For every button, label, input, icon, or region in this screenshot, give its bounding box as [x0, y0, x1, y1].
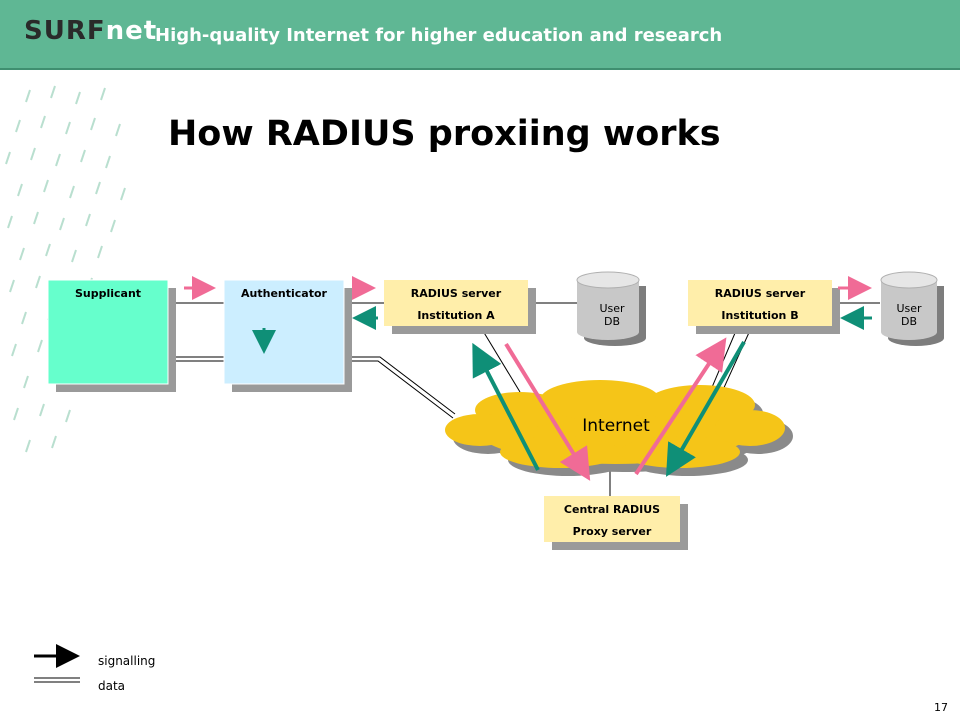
- surfnet-logo: SURFnet: [24, 16, 157, 46]
- legend: [34, 644, 80, 683]
- central-line2: Proxy server: [573, 525, 652, 538]
- legend-signalling-label: signalling: [98, 654, 156, 668]
- internet-label: Internet: [582, 416, 650, 436]
- logo-net: net: [105, 16, 158, 46]
- data-links: [168, 356, 456, 419]
- user-db-a: User DB: [576, 271, 646, 346]
- radius-server-a: RADIUS server Institution A: [384, 280, 536, 334]
- radius-b-line2: Institution B: [721, 309, 798, 322]
- user-db-a-line1: User: [599, 302, 625, 315]
- header-tagline: High-quality Internet for higher educati…: [155, 25, 723, 46]
- flow-arrows: [184, 276, 872, 354]
- radius-server-b: RADIUS server Institution B: [688, 280, 840, 334]
- arrow-proxy-to-radius-a: [472, 342, 540, 471]
- user-db-a-line2: DB: [604, 315, 620, 328]
- radius-a-line1: RADIUS server: [411, 287, 502, 300]
- authenticator-node: Authenticator: [223, 279, 352, 392]
- supplicant-node: Supplicant: [47, 279, 176, 392]
- user-db-b: User DB: [880, 271, 944, 346]
- authenticator-label: Authenticator: [241, 287, 328, 300]
- arrow-proxy-to-radius-b: [634, 337, 727, 476]
- page-number: 17: [934, 701, 948, 714]
- supplicant-label: Supplicant: [75, 287, 141, 300]
- radius-a-line2: Institution A: [417, 309, 495, 322]
- header-bar: SURFnet High-quality Internet for higher…: [0, 0, 960, 70]
- user-db-b-line1: User: [896, 302, 922, 315]
- radius-b-line1: RADIUS server: [715, 287, 806, 300]
- proxy-flow-arrows: [472, 337, 746, 481]
- arrow-radius-b-to-proxy: [665, 340, 746, 477]
- arrow-radius-a-to-proxy: [504, 342, 591, 481]
- central-proxy-server: Central RADIUS Proxy server: [544, 496, 688, 550]
- user-db-b-line2: DB: [901, 315, 917, 328]
- logo-main: SURF: [24, 16, 106, 46]
- legend-data-label: data: [98, 679, 126, 693]
- slide-title: How RADIUS proxiing works: [168, 114, 721, 154]
- central-line1: Central RADIUS: [564, 503, 660, 516]
